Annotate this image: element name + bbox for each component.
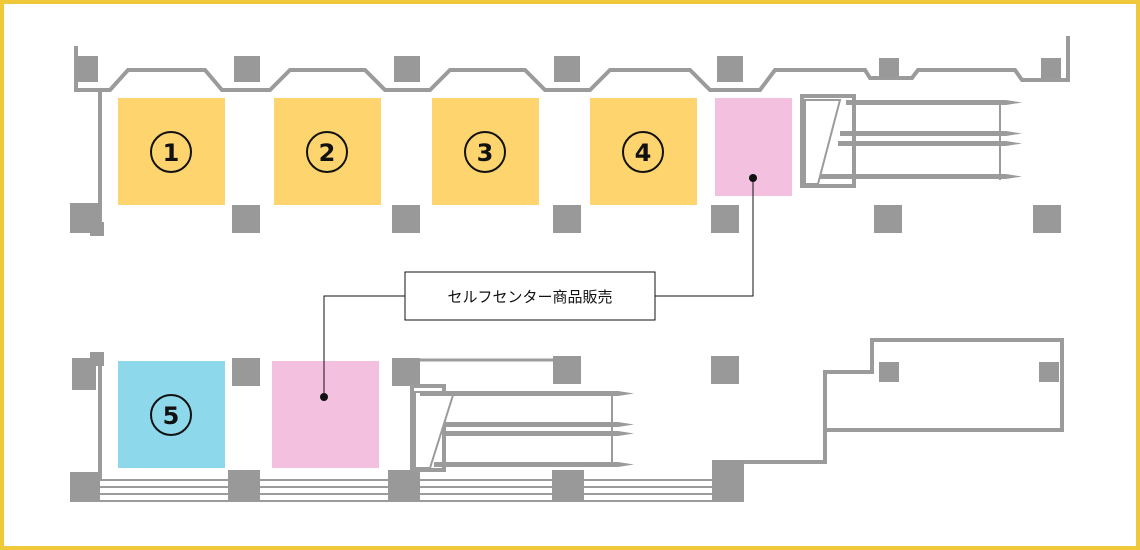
zone-2[interactable] <box>274 98 381 205</box>
escalator <box>410 384 634 472</box>
zone-1-number-ring <box>150 131 192 173</box>
zone-3-number-ring <box>464 131 506 173</box>
leader-line <box>655 178 754 297</box>
bottom-floor <box>70 338 1064 502</box>
pillar <box>554 56 580 82</box>
pillar <box>392 205 420 233</box>
pillar <box>712 460 744 502</box>
pillar <box>392 358 420 386</box>
pillar <box>232 358 260 386</box>
pillar <box>394 56 420 82</box>
bottom-floor-wall <box>728 338 1064 475</box>
zone-5-number-ring <box>150 394 192 436</box>
pillar <box>388 470 420 502</box>
pillar <box>553 205 581 233</box>
pillar <box>879 362 899 382</box>
pillar <box>90 352 104 366</box>
pillar <box>76 56 98 82</box>
callout-label: セルフセンター商品販売 <box>447 288 612 306</box>
zone-5[interactable] <box>118 361 225 468</box>
pillar <box>711 356 739 384</box>
pillar <box>717 56 743 82</box>
pillar <box>90 222 104 236</box>
zone-5-number: 5 <box>163 402 180 430</box>
zone-2-number: 2 <box>319 139 336 167</box>
zone-4-number-ring <box>622 131 664 173</box>
top-floor <box>70 36 1070 236</box>
pillar <box>1033 205 1061 233</box>
pillar <box>232 205 260 233</box>
zone-2-number-ring <box>306 131 348 173</box>
pillar <box>874 205 902 233</box>
zone-4[interactable] <box>590 98 697 205</box>
callout-box <box>404 271 656 321</box>
pillar <box>70 472 100 502</box>
pillar <box>552 470 584 502</box>
zone-4-number: 4 <box>635 139 652 167</box>
escalator <box>800 94 1022 188</box>
pillar <box>879 58 899 78</box>
pillar <box>228 470 260 502</box>
zone-3[interactable] <box>432 98 539 205</box>
pillar <box>553 356 581 384</box>
zone-1-number: 1 <box>163 139 180 167</box>
pillar <box>234 56 260 82</box>
zone-3-number: 3 <box>477 139 494 167</box>
zone-1[interactable] <box>118 98 225 205</box>
pillar <box>711 205 739 233</box>
leader-line <box>323 295 405 397</box>
zone-self-service-bottom[interactable] <box>272 361 379 468</box>
pillar <box>1039 362 1059 382</box>
callout: セルフセンター商品販売 <box>320 174 757 401</box>
pillar <box>1041 58 1061 78</box>
